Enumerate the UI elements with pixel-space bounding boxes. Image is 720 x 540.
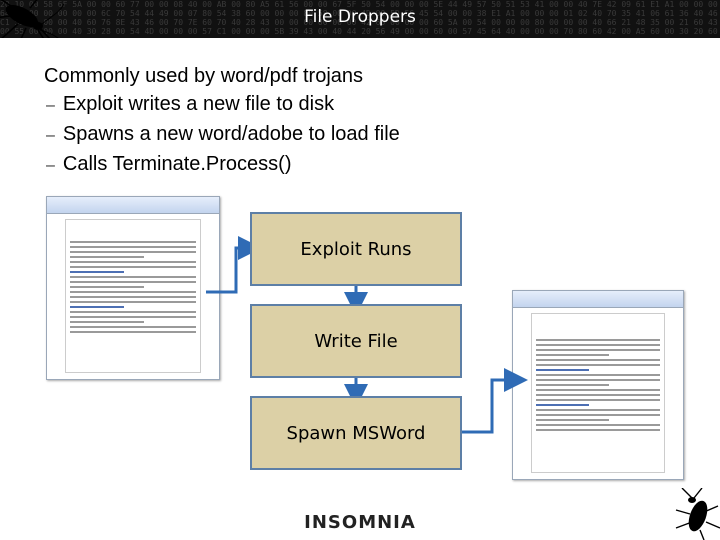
flow-step-label: Exploit Runs [300, 238, 412, 260]
insomnia-logo: INSOMNIA [304, 512, 416, 533]
flow-step-spawn-msword: Spawn MSWord [250, 396, 462, 470]
bullet-list: Commonly used by word/pdf trojans –Explo… [44, 62, 400, 180]
sub-bullet: –Calls Terminate.Process() [44, 150, 400, 180]
slide-title: File Droppers [304, 7, 416, 27]
sub-bullet-text: Spawns a new word/adobe to load file [62, 123, 400, 145]
document-thumbnail-icon [512, 290, 684, 480]
bullet-dash: – [46, 97, 55, 114]
sub-bullet: –Exploit writes a new file to disk [44, 90, 400, 120]
sub-bullet-text: Calls Terminate.Process() [62, 153, 292, 175]
bullet-dash: – [46, 127, 55, 144]
cockroach-icon [675, 488, 720, 540]
hex-pattern-background: 20 10 00 58 6F 5A 00 00 60 77 00 00 08 4… [0, 0, 718, 36]
sub-bullet-text: Exploit writes a new file to disk [62, 93, 335, 115]
document-thumbnail-icon [46, 196, 220, 380]
flow-step-label: Write File [314, 330, 398, 352]
cockroach-icon [0, 0, 64, 38]
bullet-main: Commonly used by word/pdf trojans [44, 65, 364, 87]
flow-step-write-file: Write File [250, 304, 462, 378]
flow-step-label: Spawn MSWord [286, 422, 426, 444]
slide-header: 20 10 00 58 6F 5A 00 00 60 77 00 00 08 4… [0, 0, 720, 38]
flow-step-exploit-runs: Exploit Runs [250, 212, 462, 286]
bullet-dash: – [46, 157, 55, 174]
sub-bullet: –Spawns a new word/adobe to load file [44, 120, 400, 150]
